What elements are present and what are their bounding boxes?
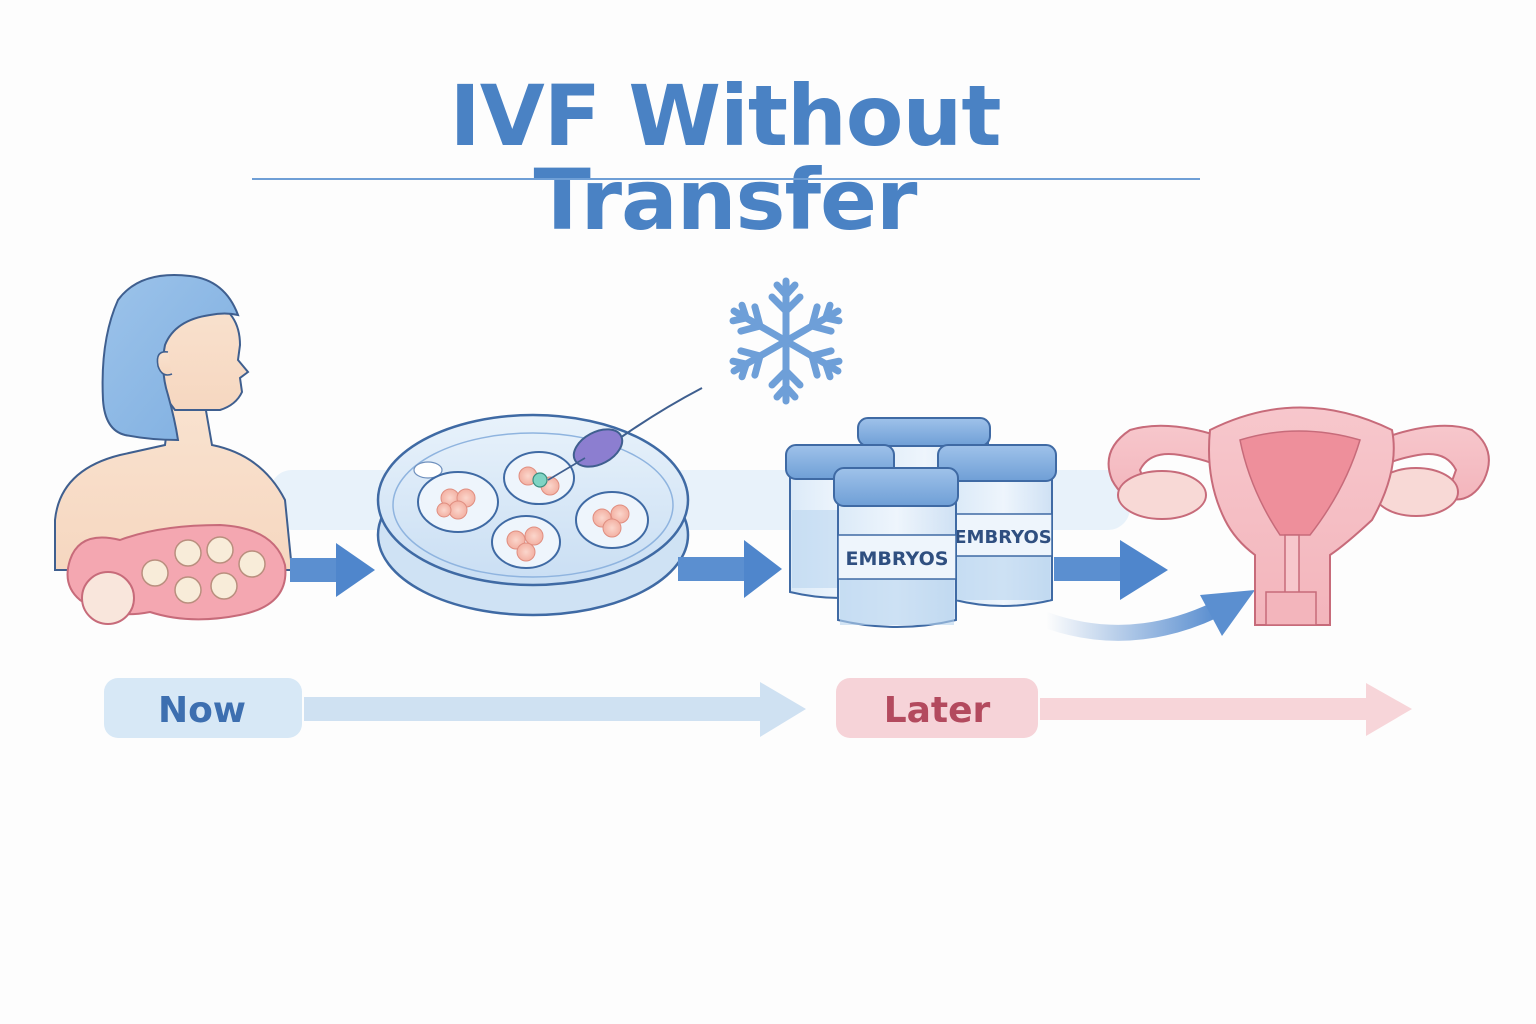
jar-front: EMBRYOS [833, 467, 959, 628]
egg [174, 539, 202, 567]
egg [174, 576, 202, 604]
later-label: Later [884, 690, 991, 731]
egg [141, 559, 169, 587]
embryo [575, 491, 649, 549]
later-arrow-head [1366, 683, 1412, 736]
egg [238, 550, 266, 578]
embryo [417, 471, 499, 533]
dish-inner [392, 432, 674, 578]
now-arrow-shaft [304, 697, 764, 721]
ovary-left [1117, 470, 1207, 520]
egg [206, 536, 234, 564]
now-arrow-head [760, 682, 806, 737]
now-label: Now [158, 690, 246, 731]
released-egg [81, 571, 135, 625]
later-pill [836, 678, 1038, 738]
embryo [503, 451, 575, 505]
fallopian-tube-right [1373, 424, 1490, 501]
petri-dish [376, 413, 690, 617]
jar-right: EMBRYOS [937, 444, 1057, 607]
timeline-later: Later [836, 678, 1412, 738]
egg [210, 572, 238, 600]
jar-right-label-plate [954, 513, 1053, 557]
ovary-icon [66, 523, 287, 625]
title-underline [252, 178, 1200, 180]
timeline-now: Now [104, 678, 806, 738]
curved-arrow-to-uterus [1038, 590, 1255, 641]
now-pill [104, 678, 302, 738]
uterine-cavity [1239, 430, 1361, 536]
uterus-icon [1107, 406, 1490, 626]
woman-ear [156, 350, 173, 376]
arrow-jars-to-uterus [1054, 540, 1168, 600]
embryo-jars: EMBRYOS EMBRYOS [785, 417, 1057, 628]
sperm-icon [547, 387, 703, 481]
snowflake-icon [727, 277, 845, 401]
diagram-title: IVF Without Transfer [449, 67, 1002, 249]
cervix-opening [1265, 591, 1317, 626]
later-arrow-shaft [1040, 698, 1370, 720]
jar-front-label-plate [837, 534, 957, 580]
air-bubble [413, 461, 443, 479]
embryo [491, 515, 561, 569]
woman-figure [54, 274, 294, 571]
cervix [1284, 534, 1300, 596]
jar-front-label: EMBRYOS [846, 548, 949, 570]
jar-right-label: EMBRYOS [954, 527, 1051, 548]
arrow-dish-to-jars [678, 540, 782, 598]
arrow-ovary-to-dish [290, 543, 375, 597]
